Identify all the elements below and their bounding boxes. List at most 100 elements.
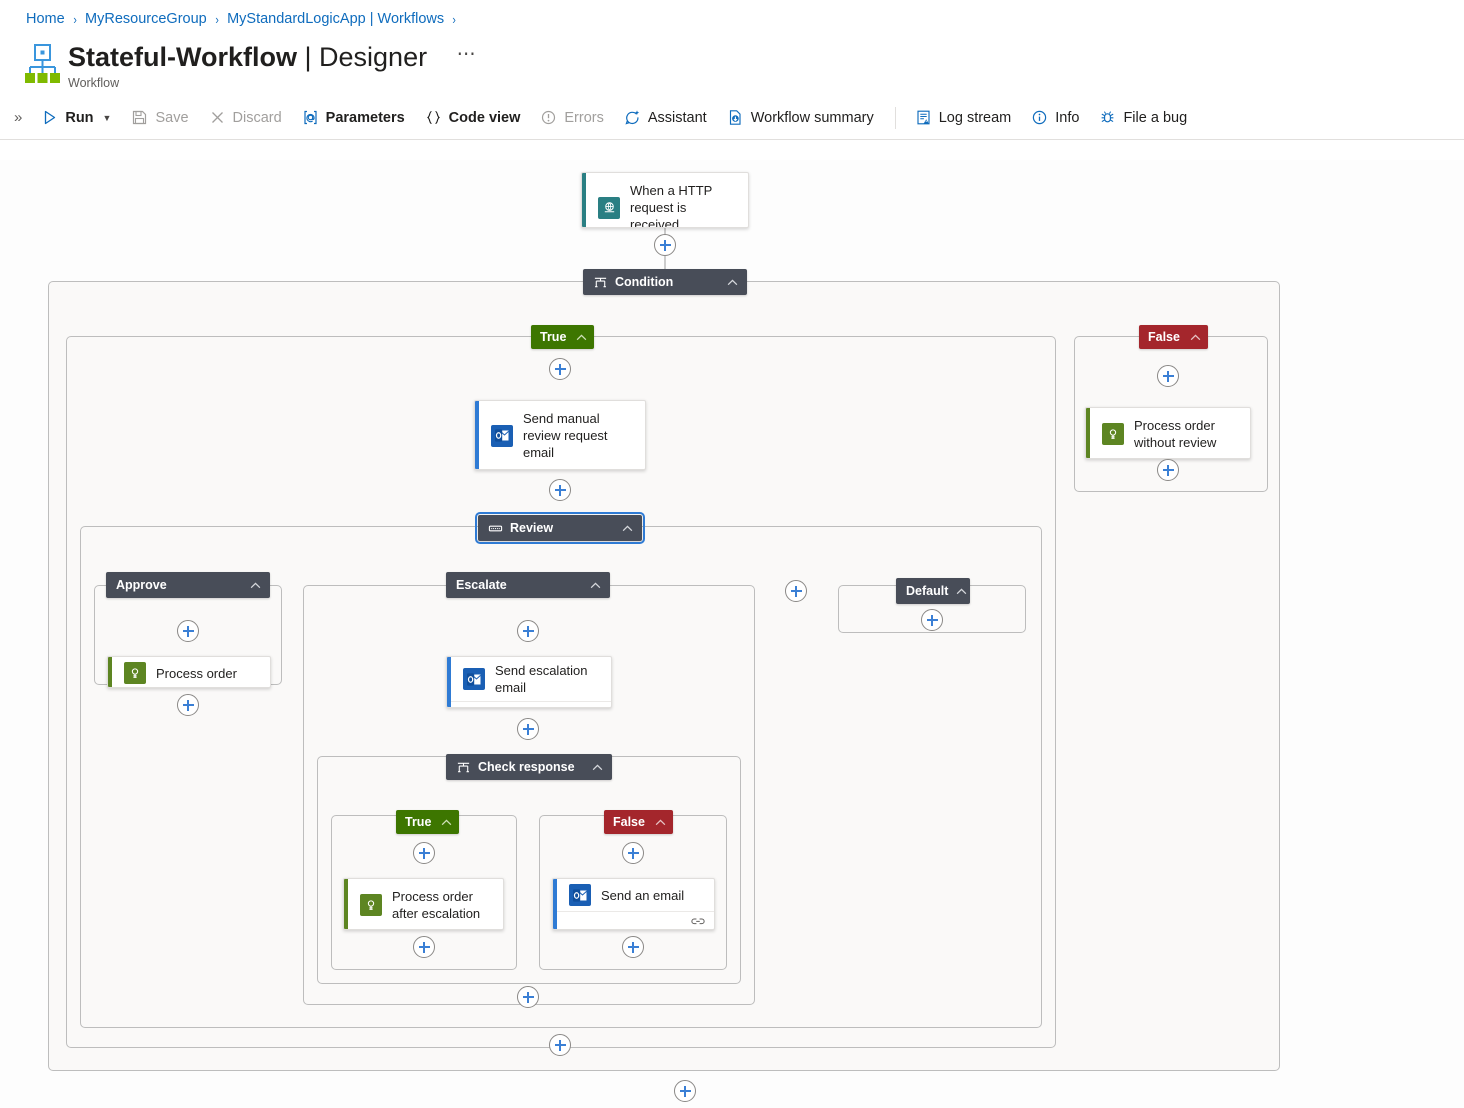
assistant-button[interactable]: Assistant [615, 104, 716, 131]
action-node-process-order-without-review[interactable]: Process order without review [1085, 407, 1251, 459]
branch-badge-false[interactable]: False [1139, 325, 1208, 349]
inner-condition-label: Check response [478, 760, 575, 774]
breadcrumb-item-resource-group[interactable]: MyResourceGroup [85, 11, 207, 27]
save-label: Save [155, 109, 189, 126]
node-accent-bar [344, 879, 348, 929]
add-action-button[interactable] [549, 358, 571, 380]
condition-icon [593, 275, 608, 290]
outlook-icon [569, 884, 591, 906]
workflow-designer-canvas[interactable]: When a HTTP request is received Conditio… [0, 160, 1464, 1108]
add-action-button[interactable] [622, 842, 644, 864]
switch-scope-header-review[interactable]: Review [475, 512, 645, 544]
connection-link-icon[interactable] [691, 914, 705, 930]
action-node-process-order-after-escalation[interactable]: Process order after escalation [343, 878, 504, 930]
condition-icon [456, 760, 471, 775]
more-options-button[interactable]: ⋯ [456, 44, 477, 65]
case-header-approve[interactable]: Approve [106, 572, 270, 598]
case-default-label: Default [906, 584, 949, 598]
chevron-down-icon[interactable]: ▼ [102, 112, 112, 123]
add-action-button[interactable] [177, 694, 199, 716]
branch-false-label: False [1148, 330, 1180, 344]
branch-badge-true[interactable]: True [531, 325, 595, 349]
add-action-button[interactable] [517, 620, 539, 642]
action-node-label: Send an email [601, 887, 685, 903]
chevron-up-icon[interactable] [576, 334, 587, 341]
log-stream-label: Log stream [938, 109, 1012, 126]
breadcrumb-item-logic-app[interactable]: MyStandardLogicApp | Workflows [227, 11, 445, 27]
info-circle-icon [1031, 109, 1048, 126]
action-node-label: Send escalation email [495, 663, 588, 695]
chevron-up-icon[interactable] [608, 525, 633, 532]
file-a-bug-button[interactable]: File a bug [1090, 104, 1196, 131]
condition-scope-header[interactable]: Condition [583, 269, 747, 295]
page-header: Stateful-Workflow | Designer ⋯ Workflow [0, 30, 1464, 92]
chevron-up-icon[interactable] [576, 582, 601, 589]
outlook-icon [491, 424, 513, 447]
trigger-node-http-request[interactable]: When a HTTP request is received [581, 172, 749, 228]
errors-button[interactable]: Errors [531, 104, 612, 131]
run-button[interactable]: Run ▼ [32, 104, 120, 131]
add-action-button[interactable] [674, 1080, 696, 1102]
save-button[interactable]: Save [122, 104, 197, 131]
add-action-button[interactable] [413, 936, 435, 958]
compose-icon [360, 894, 382, 916]
log-stream-icon [915, 109, 932, 126]
add-action-button[interactable] [622, 936, 644, 958]
page-title-page: Designer [319, 42, 428, 72]
inner-branch-badge-false[interactable]: False [604, 810, 673, 834]
discard-button[interactable]: Discard [200, 104, 291, 131]
chevron-up-icon[interactable] [578, 764, 603, 771]
chevron-up-icon[interactable] [441, 819, 452, 826]
page-title-separator: | [297, 42, 320, 72]
inner-branch-badge-true[interactable]: True [396, 810, 460, 834]
chevron-up-icon[interactable] [948, 588, 967, 595]
add-action-button[interactable] [1157, 365, 1179, 387]
parameters-button[interactable]: Parameters [293, 104, 414, 131]
chevron-up-icon[interactable] [236, 582, 261, 589]
command-toolbar: » Run ▼ Save Discard Parameters [0, 96, 1464, 140]
add-action-button[interactable] [1157, 459, 1179, 481]
add-action-button[interactable] [517, 986, 539, 1008]
chevron-up-icon[interactable] [1190, 334, 1201, 341]
save-icon [131, 109, 148, 126]
chevron-double-right-icon[interactable]: » [14, 109, 23, 126]
action-node-send-manual-review-request-email[interactable]: Send manual review request email [474, 400, 646, 470]
node-connection-footer [553, 911, 714, 930]
action-node-label: Process order after escalation [392, 889, 481, 921]
connection-link-icon[interactable] [588, 704, 602, 708]
trigger-node-label: When a HTTP request is received [630, 183, 713, 228]
parameters-label: Parameters [325, 109, 405, 126]
node-accent-bar [475, 401, 479, 469]
info-button[interactable]: Info [1022, 104, 1088, 131]
file-a-bug-label: File a bug [1123, 109, 1188, 126]
breadcrumb-separator: › [452, 11, 457, 27]
add-action-button[interactable] [177, 620, 199, 642]
page-title-name: Stateful-Workflow [68, 42, 297, 72]
add-action-button[interactable] [549, 479, 571, 501]
run-label: Run [65, 109, 94, 126]
case-header-default[interactable]: Default [896, 578, 970, 604]
code-view-button[interactable]: Code view [416, 104, 530, 131]
add-action-button[interactable] [654, 234, 676, 256]
action-node-label: Process order [156, 665, 237, 681]
node-accent-bar [553, 879, 557, 929]
add-action-button[interactable] [517, 718, 539, 740]
bug-icon [1099, 109, 1116, 126]
switch-icon [488, 521, 503, 536]
action-node-send-escalation-email[interactable]: Send escalation email [446, 656, 612, 708]
add-case-button[interactable] [785, 580, 807, 602]
workflow-summary-button[interactable]: Workflow summary [718, 104, 883, 131]
log-stream-button[interactable]: Log stream [906, 104, 1021, 131]
add-action-button[interactable] [413, 842, 435, 864]
inner-condition-scope-header[interactable]: Check response [446, 754, 612, 780]
chevron-up-icon[interactable] [655, 819, 666, 826]
case-header-escalate[interactable]: Escalate [446, 572, 610, 598]
workflow-summary-label: Workflow summary [750, 109, 874, 126]
add-action-button[interactable] [921, 609, 943, 631]
chevron-up-icon[interactable] [713, 279, 738, 286]
action-node-send-an-email[interactable]: Send an email [552, 878, 715, 930]
action-node-process-order[interactable]: Process order [107, 656, 271, 688]
add-action-button[interactable] [549, 1034, 571, 1056]
breadcrumb-separator: › [73, 11, 77, 27]
breadcrumb-item-home[interactable]: Home [26, 11, 65, 27]
